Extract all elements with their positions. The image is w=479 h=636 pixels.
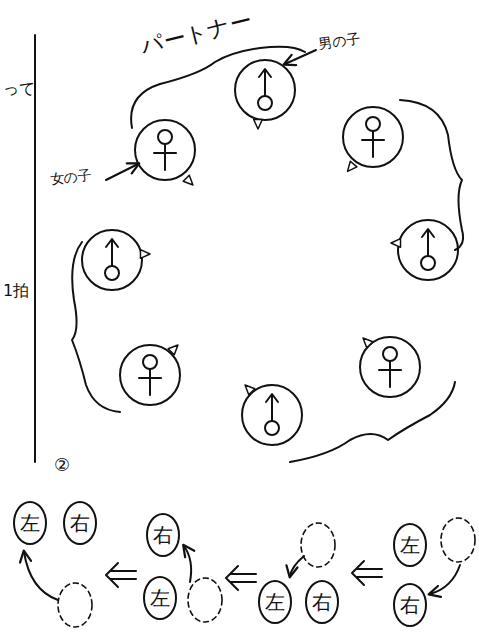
- footprint-oval: 右: [146, 513, 180, 557]
- footprint-oval: 右: [305, 580, 339, 624]
- foot-label: 右: [63, 513, 97, 533]
- girl-dancer: [120, 345, 180, 405]
- facing-mark: [391, 239, 401, 248]
- leader-arrow: [285, 50, 316, 64]
- girl-dancer: [343, 107, 403, 171]
- foot-label: 左: [143, 588, 177, 608]
- foot-label: 左: [258, 592, 292, 612]
- facing-mark: [363, 338, 373, 348]
- leader-arrow: [106, 164, 138, 180]
- boy-dancer: [391, 220, 458, 280]
- facing-mark: [140, 250, 150, 259]
- oval-outline: [144, 577, 176, 619]
- footprint-oval: 左: [13, 501, 47, 545]
- foot-label: 右: [146, 525, 180, 545]
- previous-step: [58, 583, 92, 627]
- partner-bracket: [131, 47, 305, 128]
- foot-label: 右: [393, 595, 427, 615]
- margin-line: [34, 35, 36, 462]
- footprint-oval: 左: [258, 580, 292, 624]
- girl-dancer: [135, 120, 195, 185]
- previous-step: [441, 518, 475, 562]
- pair-bracket: [290, 382, 455, 462]
- facing-mark: [254, 119, 263, 129]
- facing-mark: [245, 385, 255, 395]
- boy-dancer: [82, 230, 150, 290]
- foot-label: 左: [13, 513, 47, 533]
- boy-dancer: [242, 385, 302, 445]
- step-arrow: [184, 546, 191, 582]
- previous-step: [188, 578, 222, 622]
- facing-mark: [183, 175, 193, 185]
- boy-dancer: [235, 60, 295, 129]
- facing-mark: [168, 345, 178, 355]
- oval-outline: [394, 584, 426, 626]
- step-arrow: [290, 556, 304, 576]
- note-label: 女の子: [49, 168, 92, 188]
- oval-outline: [64, 502, 96, 544]
- note-label: 男の子: [317, 31, 361, 52]
- girl-dancer: [360, 337, 420, 397]
- facing-mark: [348, 161, 357, 171]
- oval-outline: [306, 581, 338, 623]
- oval-outline: [259, 581, 291, 623]
- footprint-oval: 左: [393, 523, 427, 567]
- footprint-oval: 右: [393, 583, 427, 627]
- callout-number: ②: [54, 455, 70, 475]
- oval-outline: [147, 514, 179, 556]
- previous-step: [301, 523, 335, 567]
- footprint-oval: 右: [63, 501, 97, 545]
- oval-outline: [14, 502, 46, 544]
- pair-bracket: [72, 242, 120, 412]
- foot-label: 左: [393, 535, 427, 555]
- step-arrow: [430, 565, 460, 594]
- foot-label: 右: [305, 592, 339, 612]
- oval-outline: [394, 524, 426, 566]
- step-arrow: [24, 552, 58, 600]
- note-label: って: [3, 80, 35, 98]
- footprint-oval: 左: [143, 576, 177, 620]
- note-label: 1拍: [3, 282, 29, 300]
